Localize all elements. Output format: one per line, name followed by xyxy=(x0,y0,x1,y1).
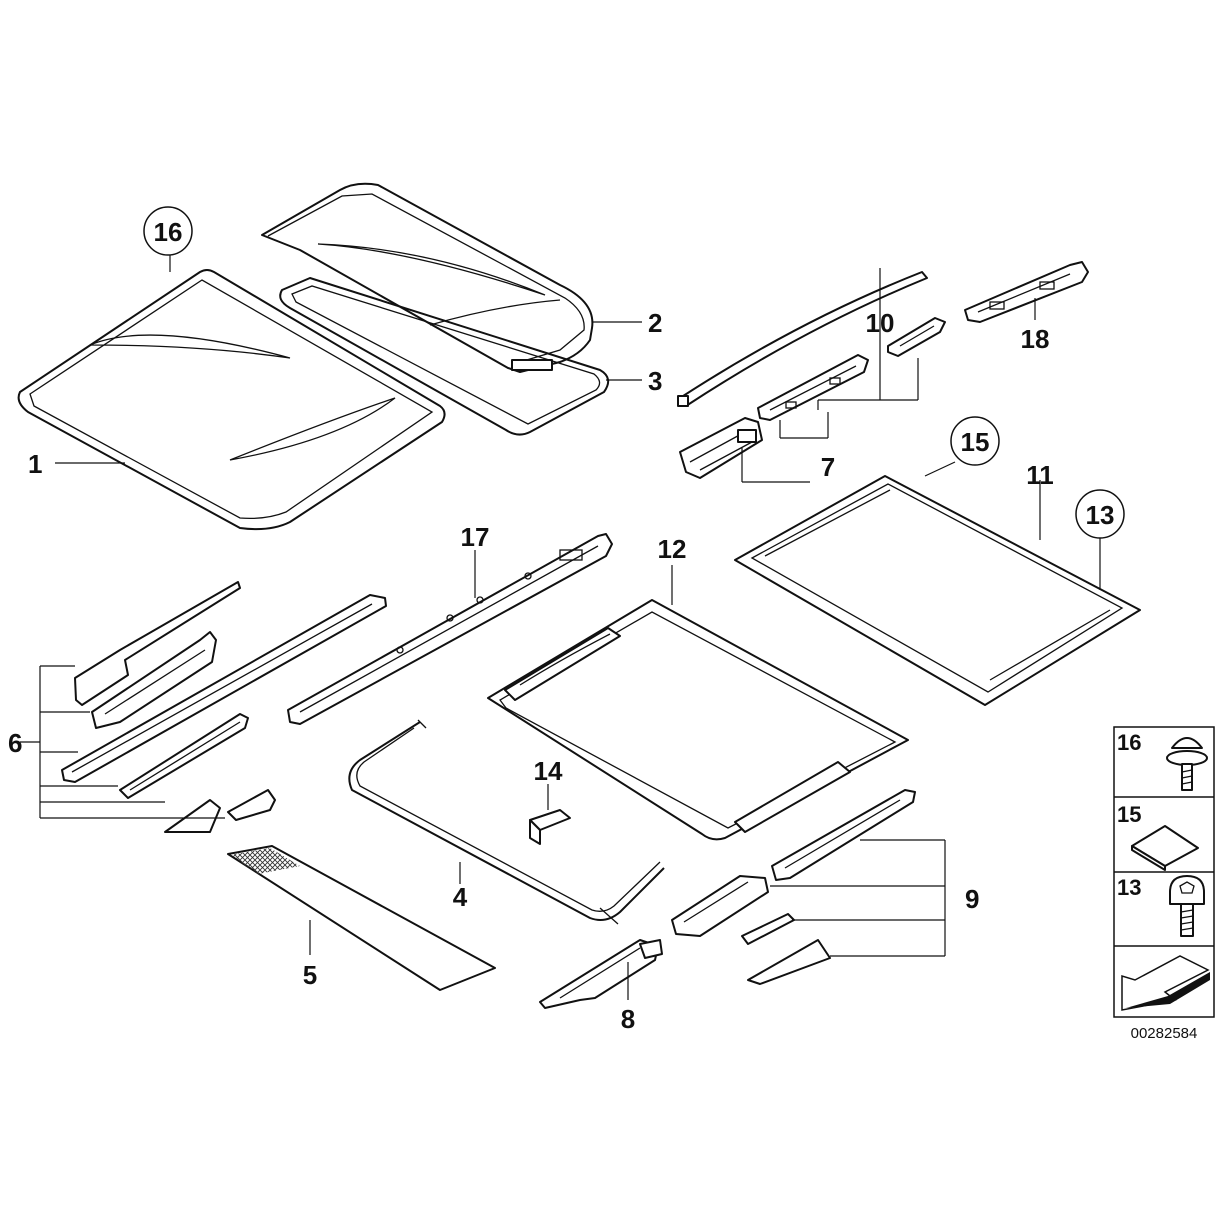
label-12: 12 xyxy=(658,534,687,564)
legend-number-15: 15 xyxy=(1117,802,1141,827)
slider-bracket-10 xyxy=(887,317,946,357)
glass-panel-rear xyxy=(261,182,594,373)
slider-set-9 xyxy=(671,789,916,985)
label-14: 14 xyxy=(534,756,563,786)
circle-13 xyxy=(1075,489,1125,539)
torx-screw-icon xyxy=(1169,875,1205,937)
frame-11 xyxy=(734,475,1141,706)
guide-strip xyxy=(677,271,928,407)
drive-unit-8 xyxy=(539,939,663,1009)
label-13: 13 xyxy=(1086,500,1115,530)
label-5: 5 xyxy=(303,960,317,990)
pad-icon xyxy=(1131,825,1199,871)
side-assembly-6 xyxy=(61,581,387,833)
circle-15 xyxy=(950,416,1000,466)
stop-block-14 xyxy=(529,809,571,845)
label-4: 4 xyxy=(453,882,468,912)
legend-number-16: 16 xyxy=(1117,730,1141,755)
label-10: 10 xyxy=(866,308,895,338)
label-1: 1 xyxy=(28,449,42,479)
slider-assembly-7 xyxy=(679,354,869,479)
guide-rail-17 xyxy=(287,533,613,725)
label-15: 15 xyxy=(961,427,990,457)
label-3: 3 xyxy=(648,366,662,396)
glass-seal xyxy=(279,277,610,436)
trim-5 xyxy=(227,845,496,991)
diagram-code: 00282584 xyxy=(1131,1025,1198,1042)
label-17: 17 xyxy=(461,522,490,552)
direction-arrow-icon xyxy=(1121,955,1210,1011)
label-2: 2 xyxy=(648,308,662,338)
label-11: 11 xyxy=(1026,460,1054,490)
hardware-legend: 16 15 13 xyxy=(1113,726,1215,1018)
drain-frame-4 xyxy=(348,719,665,925)
rail-bracket-18 xyxy=(964,261,1089,323)
label-8: 8 xyxy=(621,1004,635,1034)
screw-icon xyxy=(1166,737,1208,791)
legend-number-13: 13 xyxy=(1117,875,1141,900)
leader-15 xyxy=(924,461,956,477)
sunblind-12 xyxy=(487,599,909,841)
glass-panel-front xyxy=(17,269,446,531)
label-9: 9 xyxy=(965,884,979,914)
circle-16 xyxy=(143,206,193,256)
label-6: 6 xyxy=(8,728,22,758)
label-16: 16 xyxy=(154,217,183,247)
label-18: 18 xyxy=(1021,324,1050,354)
label-7: 7 xyxy=(821,452,835,482)
